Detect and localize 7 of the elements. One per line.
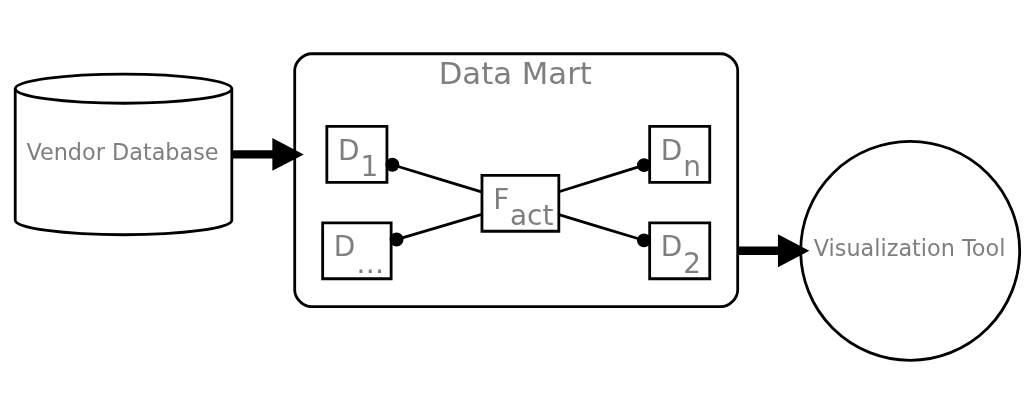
arrow	[737, 233, 809, 267]
connector	[558, 212, 651, 247]
connector	[384, 157, 482, 193]
node-circle: Visualization Tool	[798, 139, 1021, 362]
connector	[557, 157, 651, 193]
arrow	[231, 137, 304, 171]
connector	[389, 212, 482, 246]
